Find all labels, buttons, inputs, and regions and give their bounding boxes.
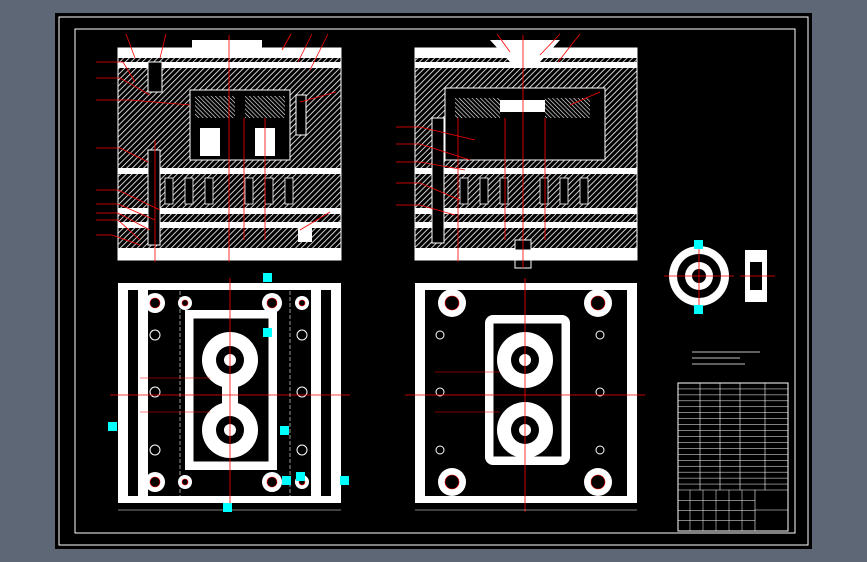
section-view-right[interactable] bbox=[414, 35, 638, 269]
outer-frame bbox=[58, 16, 809, 546]
plan-view-right[interactable] bbox=[405, 278, 645, 512]
grip[interactable] bbox=[282, 476, 291, 485]
grip[interactable] bbox=[280, 426, 289, 435]
technical-notes bbox=[692, 351, 760, 365]
grip[interactable] bbox=[263, 273, 272, 282]
grip[interactable] bbox=[223, 503, 232, 512]
grip[interactable] bbox=[340, 476, 349, 485]
grip[interactable] bbox=[296, 472, 305, 481]
plan-view-left[interactable] bbox=[110, 278, 350, 512]
grip[interactable] bbox=[694, 240, 703, 249]
section-view-left[interactable] bbox=[117, 35, 342, 262]
part-detail-view[interactable] bbox=[664, 240, 775, 312]
grip[interactable] bbox=[108, 422, 117, 431]
grip[interactable] bbox=[263, 328, 272, 337]
leaders-right bbox=[396, 33, 601, 216]
selection-grips[interactable] bbox=[108, 240, 703, 512]
title-block[interactable] bbox=[677, 382, 789, 532]
leaders-left bbox=[96, 33, 337, 246]
grip[interactable] bbox=[694, 305, 703, 314]
inner-frame bbox=[74, 28, 796, 534]
